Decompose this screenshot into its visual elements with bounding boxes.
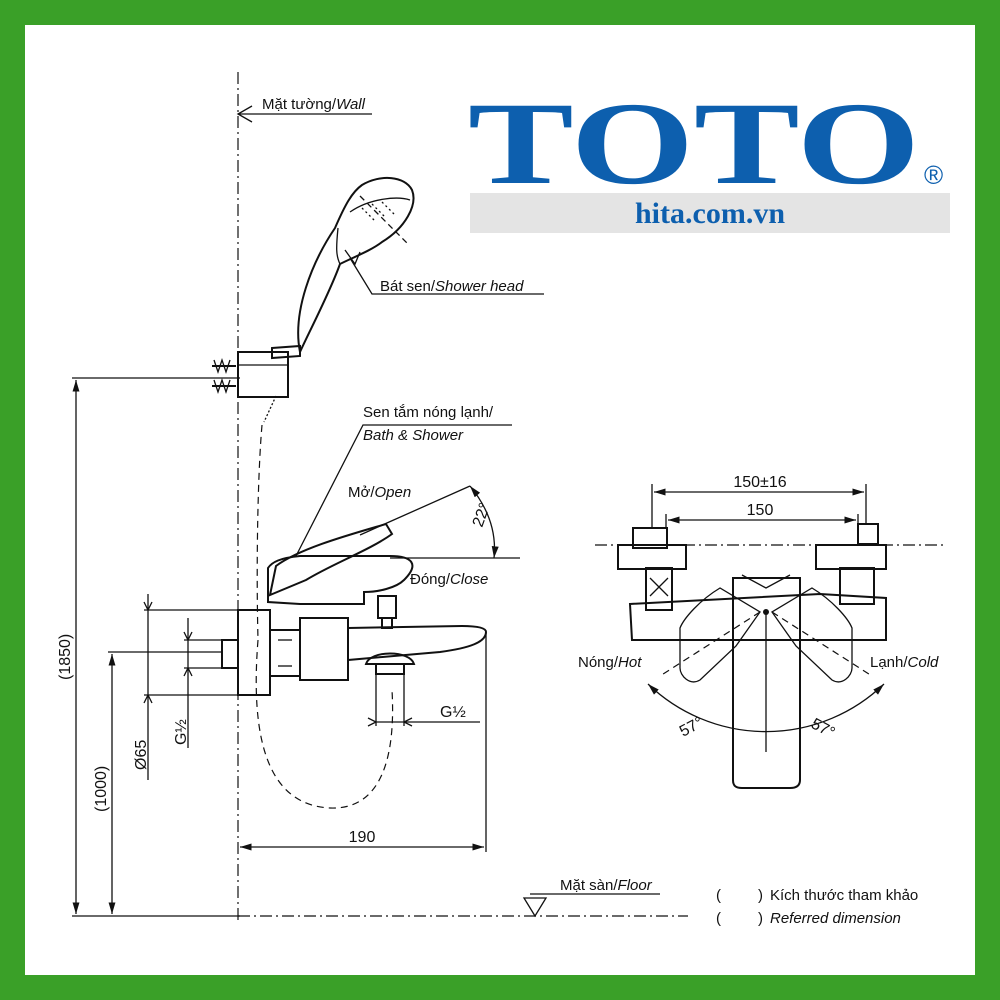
dim-1850-value: (1850) — [57, 634, 74, 680]
legend-bracket-open-2: ( — [716, 910, 721, 927]
mixer-body — [221, 522, 488, 696]
toto-logo: TOTO ® hita.com.vn — [468, 78, 950, 233]
rotation-cold-value: 57° — [808, 716, 837, 742]
lever-angle-arc — [469, 485, 499, 559]
legend: ( ) Kích thước tham khảo ( ) Referred di… — [716, 887, 918, 927]
shower-holder — [212, 351, 289, 398]
hot-label: Nóng/Hot — [578, 654, 642, 671]
close-label: Đóng/Close — [410, 571, 488, 588]
technical-drawing: TOTO ® hita.com.vn Mặt tường/Wall Bát se… — [57, 72, 950, 927]
center-distance-value: 150 — [747, 502, 774, 519]
dim-1000-value: (1000) — [93, 766, 110, 812]
cold-label: Lạnh/Cold — [870, 654, 939, 671]
lever-open-line — [359, 485, 471, 536]
website-url: hita.com.vn — [635, 197, 785, 230]
legend-bracket-close-1: ) — [758, 887, 763, 904]
open-label: Mở/Open — [348, 484, 411, 501]
drawing-sheet: TOTO ® hita.com.vn Mặt tường/Wall Bát se… — [25, 25, 975, 975]
wall-label: Mặt tường/Wall — [262, 96, 366, 113]
rotation-hot-value: 57° — [677, 714, 706, 740]
dim-65-ticks — [143, 601, 153, 704]
lever-angle-value: 22° — [470, 501, 494, 530]
legend-bracket-open-1: ( — [716, 887, 721, 904]
center-distance-range-value: 150±16 — [733, 474, 786, 491]
rotation-axes — [659, 611, 873, 677]
outlet-dim-ticks — [367, 717, 413, 727]
projection-value: 190 — [349, 829, 376, 846]
legend-reference-vi: Kích thước tham khảo — [770, 887, 918, 904]
website-band — [470, 193, 950, 233]
top-view-mixer — [617, 523, 887, 789]
dim-inlet-ticks — [183, 631, 193, 677]
registered-mark: ® — [924, 160, 943, 190]
inlet-thread-value: G½ — [173, 719, 190, 745]
outlet-thread-value: G½ — [440, 704, 466, 721]
bath-shower-leader — [295, 424, 512, 557]
legend-reference-en: Referred dimension — [770, 910, 901, 927]
floor-label: Mặt sàn/Floor — [560, 877, 653, 894]
shower-head-label: Bát sen/Shower head — [380, 278, 524, 295]
legend-bracket-close-2: ) — [758, 910, 763, 927]
logo-wordmark: TOTO — [468, 78, 920, 209]
floor-marker — [522, 897, 548, 918]
shower-head — [271, 177, 415, 360]
shower-head-leader — [349, 257, 544, 295]
bath-shower-label-en: Bath & Shower — [363, 427, 464, 444]
bath-shower-label-vi: Sen tắm nóng lạnh/ — [363, 404, 494, 421]
flange-diameter-value: Ø65 — [133, 740, 150, 770]
